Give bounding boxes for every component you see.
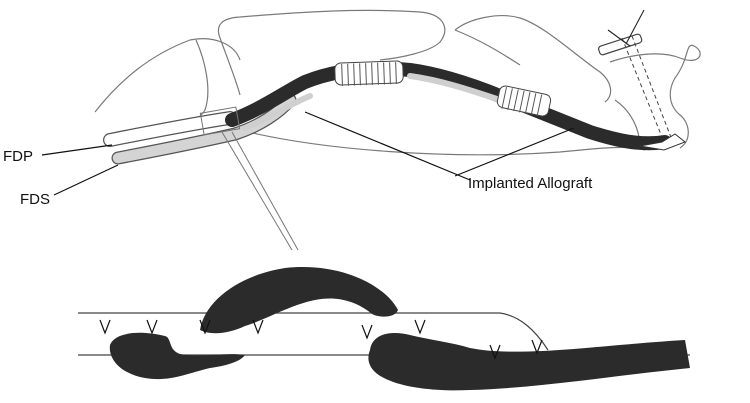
proximal-phalanx (217, 9, 446, 61)
fdp-tendon-fill (104, 112, 236, 146)
zoom-box (199, 106, 241, 136)
suture-mark (414, 319, 426, 335)
proximal-phalanx-base (219, 37, 241, 96)
metacarpal-bone (94, 38, 241, 113)
inset-left-piece (109, 332, 245, 380)
allograft-main (225, 61, 672, 151)
allograft-distal-tip (639, 133, 686, 151)
suture-mark (146, 319, 158, 335)
middle-phalanx (454, 15, 612, 103)
palm-contour (239, 129, 646, 156)
allograft-leader-1 (304, 111, 471, 181)
anchor-suture-line-1 (621, 37, 665, 143)
suture-mark (361, 324, 373, 340)
anchor-pin-2 (625, 9, 645, 45)
tendon-upper (103, 60, 686, 165)
suture-mark (489, 344, 501, 360)
suture-wrap-2 (496, 85, 552, 117)
suture-mark (531, 339, 543, 355)
suture-wrap-1 (334, 60, 404, 86)
allograft-light-seg-2 (407, 73, 503, 103)
zoom-inset (78, 267, 690, 391)
implanted-allograft-label: Implanted Allograft (468, 175, 593, 192)
suture-mark (99, 319, 111, 335)
suture-mark (199, 319, 211, 335)
finger-bones (94, 9, 701, 156)
middle-phalanx-lower (454, 29, 521, 66)
distal-phalanx (609, 44, 701, 149)
anchor-button (598, 33, 643, 56)
inset-right-piece (368, 332, 690, 391)
fdp-leader (41, 144, 113, 156)
allograft-leader-2 (454, 127, 575, 177)
leader-lines (41, 111, 575, 196)
zoom-line-1 (221, 131, 293, 251)
zoom-line-2 (231, 131, 299, 251)
allograft-light-seg-1 (242, 93, 313, 131)
suture-marks (99, 319, 543, 360)
suture-mark (252, 319, 264, 335)
inset-upper-outline (78, 312, 549, 351)
fds-label: FDS (20, 191, 50, 208)
inset-arch (200, 267, 398, 334)
fdp-label: FDP (3, 148, 33, 165)
bone-anchor (598, 9, 673, 143)
anchor-suture-line-2 (631, 35, 673, 141)
fds-leader (53, 164, 119, 196)
zoom-callout (199, 106, 299, 251)
